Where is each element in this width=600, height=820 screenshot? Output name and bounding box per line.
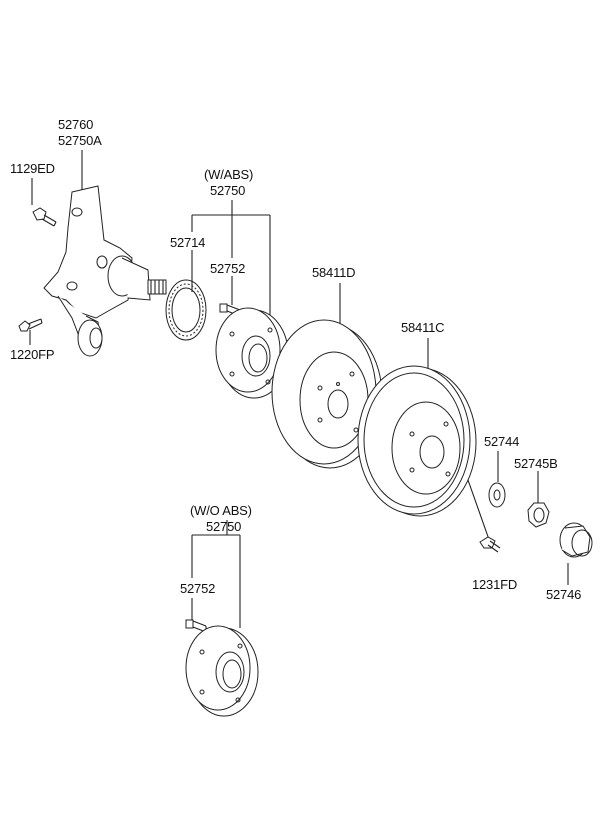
screw-1231fd — [479, 536, 501, 553]
label-hub-52750-wabs: 52750 — [210, 183, 246, 198]
hub-52750-wabs — [215, 307, 289, 399]
label-hub-52750-woabs: 52750 — [206, 519, 242, 534]
label-disc-58411d: 58411D — [312, 265, 356, 280]
steering-knuckle — [43, 185, 167, 357]
bolt-1220fp — [18, 318, 43, 332]
label-wabs-caption: (W/ABS) — [204, 167, 254, 182]
tone-ring-52714 — [165, 279, 207, 341]
label-tone-ring-52714: 52714 — [170, 235, 206, 250]
washer-52744 — [488, 482, 506, 508]
label-bolt-1129ed: 1129ED — [10, 161, 55, 176]
nut-52745b — [527, 502, 550, 528]
label-drum-58411c: 58411C — [401, 320, 445, 335]
label-woabs-caption: (W/O ABS) — [190, 503, 252, 518]
label-screw-1231fd: 1231FD — [472, 577, 518, 592]
label-stud-52752-woabs: 52752 — [180, 581, 216, 596]
cap-52746 — [559, 522, 593, 558]
drum-58411c — [357, 365, 477, 517]
label-cap-52746: 52746 — [546, 587, 582, 602]
label-stud-52752-wabs: 52752 — [210, 261, 246, 276]
label-knuckle-52750a: 52750A — [58, 133, 102, 148]
label-nut-52745b: 52745B — [514, 456, 558, 471]
hub-52750-woabs — [185, 625, 259, 717]
leader-lines — [29, 150, 569, 628]
label-washer-52744: 52744 — [484, 434, 520, 449]
bolt-1129ed — [32, 207, 57, 227]
disc-58411d — [271, 319, 383, 469]
label-knuckle-52760: 52760 — [58, 117, 94, 132]
label-bolt-1220fp: 1220FP — [10, 347, 55, 362]
